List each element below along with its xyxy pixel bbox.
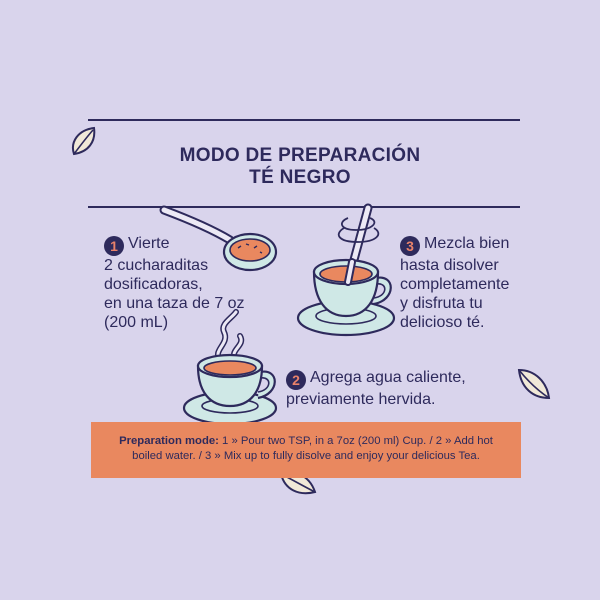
top-divider: [88, 119, 520, 121]
step-text-line: dosificadoras,: [104, 276, 203, 293]
leaf-icon: [72, 126, 96, 156]
banner-text-line-2: boiled water. / 3 » Mix up to fully diso…: [132, 450, 480, 462]
step-text-line: Mezcla bien: [424, 235, 510, 252]
step-text-line: delicioso té.: [400, 314, 485, 331]
step-number-badge: 2: [286, 370, 306, 390]
english-instructions-banner: Preparation mode: 1 » Pour two TSP, in a…: [91, 422, 521, 478]
step-text-line: Agrega agua caliente,: [310, 369, 466, 386]
step-text-line: Vierte: [128, 235, 170, 252]
bottom-divider: [88, 206, 520, 208]
title-line-1: MODO DE PREPARACIÓN: [179, 145, 421, 166]
title-line-2: TÉ NEGRO: [249, 167, 351, 188]
banner-label: Preparation mode:: [119, 435, 219, 447]
step-text-line: (200 mL): [104, 314, 169, 331]
step-text-line: completamente: [400, 276, 510, 293]
banner-text-line-1: 1 » Pour two TSP, in a 7oz (200 ml) Cup.…: [218, 435, 493, 447]
spoon-icon: [159, 205, 278, 272]
step-text-line: y disfruta tu: [400, 295, 483, 312]
step-number-badge: 1: [104, 236, 124, 256]
tea-cup-icon: [182, 309, 278, 426]
step-text-line: previamente hervida.: [286, 391, 436, 408]
step-number-badge: 3: [400, 236, 420, 256]
step-text-line: en una taza de 7 oz: [104, 295, 245, 312]
step-text-line: 2 cucharaditas: [104, 257, 209, 274]
leaf-icon: [517, 368, 551, 400]
tea-cup-icon: [296, 203, 396, 337]
step-text-line: hasta disolver: [400, 257, 499, 274]
page-title: MODO DE PREPARACIÓN TÉ NEGRO: [0, 145, 600, 189]
